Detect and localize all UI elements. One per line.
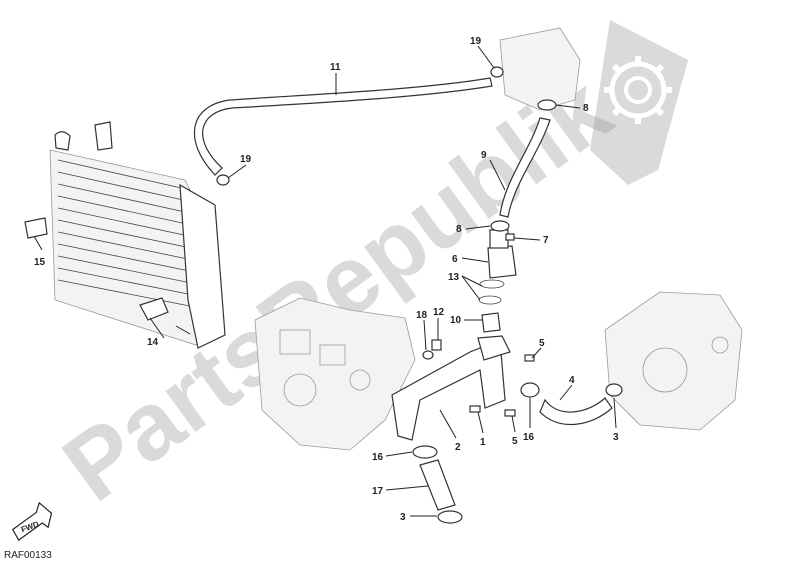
callout-label: 1 [480, 437, 486, 448]
grommet-part-15 [24, 217, 48, 239]
callout-label: 9 [481, 150, 487, 161]
callout-label: 8 [583, 103, 589, 114]
callout-label: 16 [372, 452, 384, 463]
clamp-part-19-top [490, 66, 504, 78]
clamp-part-16-right [520, 382, 540, 398]
leader-lines [33, 45, 617, 517]
clamp-part-3-low [437, 510, 463, 524]
callout-label: 14 [147, 337, 159, 348]
clamp-part-8-top [537, 99, 557, 111]
grommet-part-14 [139, 297, 169, 321]
callout-label: 2 [455, 442, 461, 453]
callout-label: 5 [539, 338, 545, 349]
callout-labels: 11 19 19 8 9 8 7 6 13 12 18 10 5 4 3 5 1… [34, 36, 619, 523]
hose-part-17 [419, 459, 456, 511]
callout-label: 3 [613, 432, 619, 443]
clamp-part-8-mid [490, 220, 510, 232]
cylinder-head-fragment [499, 27, 581, 111]
callout-label: 16 [523, 432, 535, 443]
o-ring-part-13b [478, 295, 502, 305]
o-ring-part-13 [479, 279, 505, 289]
callout-label: 4 [569, 375, 575, 386]
callout-label: 11 [330, 62, 341, 73]
callout-label: 12 [433, 307, 445, 318]
engine-block [254, 297, 416, 451]
callout-label: 6 [452, 254, 458, 265]
thermostat-housing-part-6 [487, 245, 517, 279]
clamp-part-19-left [216, 174, 230, 186]
callout-label: 7 [543, 235, 549, 246]
clamp-part-16-low [412, 445, 438, 459]
callout-label: 17 [372, 486, 384, 497]
callout-label: 13 [448, 272, 460, 283]
reference-code: RAF00133 [4, 550, 52, 561]
hose-part-11 [193, 77, 493, 176]
valve-part-10 [481, 312, 501, 333]
hose-part-9 [499, 117, 551, 218]
hose-part-4 [539, 397, 613, 426]
callout-label: 18 [416, 310, 428, 321]
callout-label: 5 [512, 436, 518, 447]
callout-label: 10 [450, 315, 462, 326]
callout-label: 8 [456, 224, 462, 235]
fwd-arrow-icon: FWD [11, 501, 53, 541]
clamp-part-3-right [605, 383, 623, 397]
callout-label: 19 [240, 154, 252, 165]
radiator [49, 121, 226, 349]
callout-label: 3 [400, 512, 406, 523]
gear-icon [590, 20, 688, 185]
water-pump-cover [604, 291, 743, 431]
callout-label: 19 [470, 36, 482, 47]
bolts [422, 233, 535, 417]
manifold-flange [477, 335, 511, 361]
callout-label: 15 [34, 257, 46, 268]
thermostat-cap [489, 229, 509, 249]
